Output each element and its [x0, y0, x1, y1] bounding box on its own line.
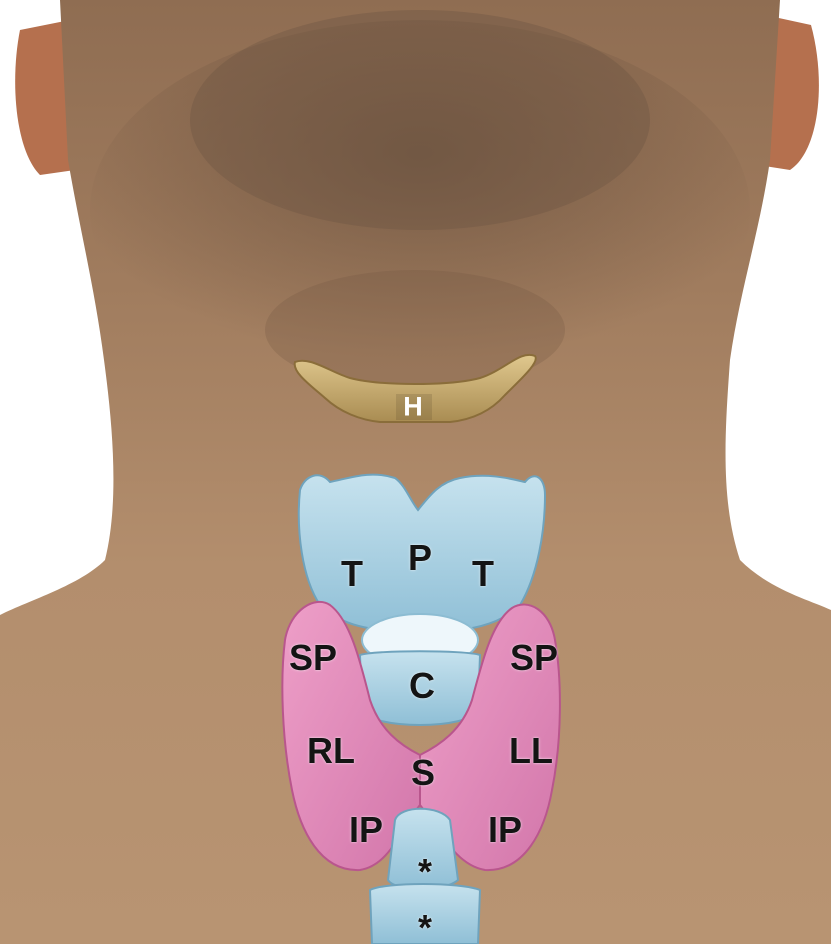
chin-shadow — [190, 10, 650, 230]
label-superior-pole-right: SP — [289, 640, 337, 676]
label-superior-pole-left: SP — [510, 640, 558, 676]
label-thyroid-cartilage-right: T — [341, 556, 363, 592]
label-left-lobe: LL — [509, 733, 553, 769]
label-cricoid: C — [409, 668, 435, 704]
label-trachea-ring-2: * — [418, 910, 432, 944]
label-right-lobe: RL — [307, 733, 355, 769]
label-thyroid-cartilage-left: T — [472, 556, 494, 592]
label-isthmus: S — [411, 755, 435, 791]
label-hyoid: H — [403, 394, 423, 421]
label-laryngeal-prominence: P — [408, 540, 432, 576]
label-trachea-ring-1: * — [418, 854, 432, 890]
label-inferior-pole-right: IP — [349, 812, 383, 848]
label-inferior-pole-left: IP — [488, 812, 522, 848]
